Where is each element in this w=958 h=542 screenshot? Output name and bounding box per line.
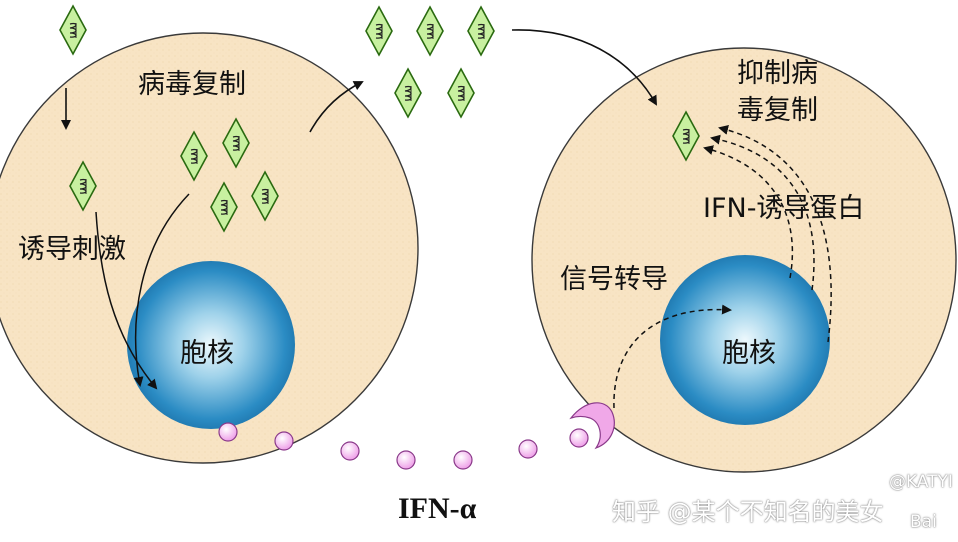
ifn-molecule: [396, 450, 416, 470]
virus-icon: [447, 68, 475, 118]
induce-arrow-2: [133, 193, 190, 387]
virus-icon: [394, 68, 422, 118]
virus-release-arrow: [309, 81, 364, 133]
right-inhibit-label-line2: 毒复制: [737, 95, 818, 126]
virus-icon: [416, 6, 444, 56]
right-signal-transduction-label: 信号转导: [560, 264, 668, 295]
ifn-molecule: [453, 450, 473, 470]
ifn-molecule: [569, 428, 589, 448]
protein-arrow-2: [710, 134, 815, 291]
left-nucleus: [127, 261, 295, 429]
virus-icon: [365, 6, 393, 56]
right-nucleus: [660, 255, 830, 425]
signal-transduction-arrow: [613, 304, 732, 409]
ifn-alpha-label: IFN-α: [398, 492, 477, 525]
ifn-molecule: [340, 441, 360, 461]
virus-infect-arrow: [511, 29, 657, 106]
left-cell: [0, 32, 419, 464]
protein-arrow-1: [703, 145, 794, 279]
left-induce-stimulation-label: 诱导刺激: [18, 234, 126, 265]
induce-arrow-1: [95, 211, 158, 390]
ifn-receptor: [569, 402, 615, 450]
left-virus-replication-label: 病毒复制: [138, 69, 246, 100]
zhihu-watermark: 知乎 @某个不知名的美女: [612, 498, 884, 526]
right-inhibit-label-line1: 抑制病: [737, 58, 818, 89]
katy-watermark: @KATYI: [889, 472, 953, 492]
ifn-molecule: [274, 431, 294, 451]
right-nucleus-label: 胞核: [722, 338, 776, 369]
right-ifn-induced-protein-label: IFN-诱导蛋白: [703, 193, 865, 224]
virus-icon: [467, 6, 495, 56]
ifn-molecule: [518, 439, 538, 459]
virus-icon: [59, 5, 87, 55]
left-nucleus-label: 胞核: [180, 338, 234, 369]
baidu-watermark: Bai: [910, 512, 937, 532]
ifn-molecule: [218, 422, 238, 442]
